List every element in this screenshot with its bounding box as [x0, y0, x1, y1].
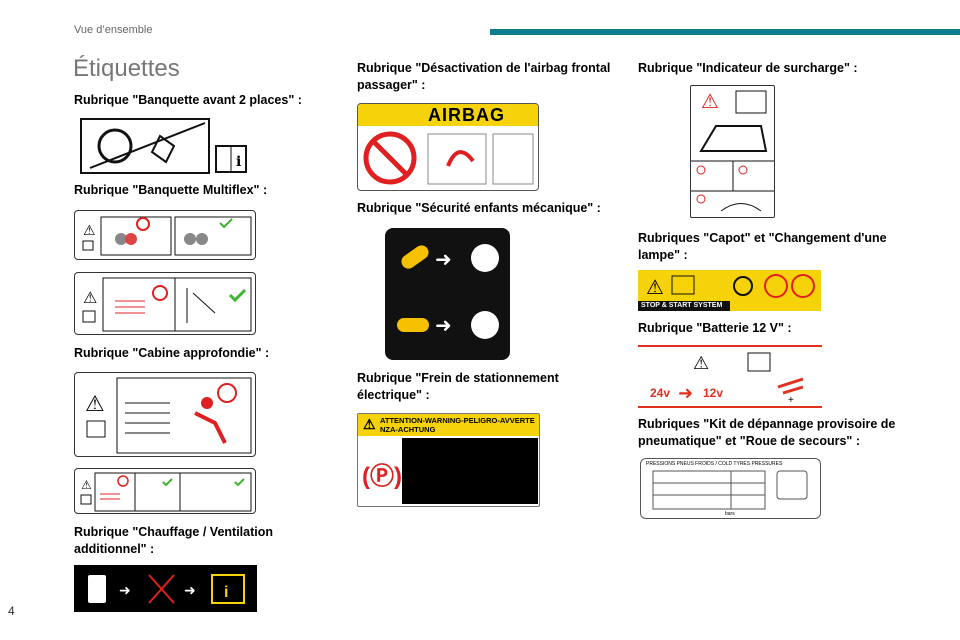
heading-capot: Rubriques "Capot" et "Changement d'une l…: [638, 231, 887, 262]
label-securite-enfants: ➜➜: [385, 228, 510, 360]
heading-cabine-approfondie: Rubrique "Cabine approfondie" :: [74, 346, 270, 360]
label-batterie: ⚠ 24v ➜ 12v +: [638, 345, 822, 408]
svg-text:⚠: ⚠: [81, 478, 92, 492]
svg-text:⚠: ⚠: [83, 222, 96, 238]
book-info-icon: i: [215, 145, 247, 173]
heading-banquette-multiflex: Rubrique "Banquette Multiflex" :: [74, 183, 268, 197]
batt-24v: 24v: [650, 386, 670, 400]
label-frein: ⚠ ATTENTION-WARNING-PELIGRO-AVVERTENZA-A…: [357, 413, 540, 507]
stop-start-text: STOP & START SYSTEM: [638, 301, 730, 311]
svg-text:➜: ➜: [184, 582, 196, 598]
page-title: Étiquettes: [73, 55, 180, 82]
svg-text:i: i: [224, 584, 228, 601]
label-airbag: AIRBAG: [357, 103, 539, 191]
svg-text:⚠: ⚠: [83, 290, 97, 307]
svg-text:i: i: [236, 154, 241, 170]
page-number: 4: [8, 604, 15, 618]
batt-12v: 12v: [703, 386, 723, 400]
svg-text:➜: ➜: [435, 249, 452, 271]
svg-text:⚠: ⚠: [701, 91, 719, 113]
svg-text:➜: ➜: [119, 582, 131, 598]
label-cabine: ⚠: [74, 372, 256, 457]
heading-banquette-2-places: Rubrique "Banquette avant 2 places" :: [74, 93, 302, 107]
heading-kit: Rubriques "Kit de dépannage provisoire d…: [638, 417, 896, 448]
svg-text:⚠: ⚠: [693, 353, 709, 373]
label-banquette-2-places: i: [80, 118, 250, 174]
svg-text:+: +: [788, 395, 794, 406]
label-multiflex-1: ⚠: [74, 210, 256, 260]
parking-brake-icon: (Ⓟ): [362, 463, 402, 490]
svg-text:⚠: ⚠: [646, 277, 664, 299]
kit-label-text: PRESSIONS PNEUS FROIDS / COLD TYRES PRES…: [646, 461, 783, 467]
label-surcharge: ⚠: [690, 85, 775, 218]
svg-text:➜: ➜: [435, 315, 452, 337]
heading-airbag: Rubrique "Désactivation de l'airbag fron…: [357, 61, 611, 92]
section-header: Vue d’ensemble: [74, 24, 153, 36]
warning-triangle-icon: ⚠: [363, 416, 376, 432]
frein-multilingual-text-block: [402, 438, 538, 504]
label-capot: ⚠ STOP & START SYSTEM: [638, 270, 821, 311]
kit-unit: bars: [725, 511, 735, 517]
label-cabine-2: ⚠: [74, 468, 256, 514]
heading-chauffage: Rubrique "Chauffage / Ventilation additi…: [74, 525, 273, 556]
heading-surcharge: Rubrique "Indicateur de surcharge" :: [638, 61, 858, 75]
header-accent-bar: [490, 29, 960, 35]
heading-batterie: Rubrique "Batterie 12 V" :: [638, 321, 792, 335]
label-multiflex-2: ⚠: [74, 272, 256, 335]
label-kit: PRESSIONS PNEUS FROIDS / COLD TYRES PRES…: [640, 458, 821, 519]
frein-label-text: ATTENTION-WARNING-PELIGRO-AVVERTENZA-ACH…: [380, 416, 535, 434]
heading-securite-enfants: Rubrique "Sécurité enfants mécanique" :: [357, 201, 601, 215]
svg-text:⚠: ⚠: [85, 391, 105, 416]
svg-text:➜: ➜: [678, 383, 693, 403]
label-chauffage: ➜ ➜ i: [74, 565, 257, 612]
airbag-label-text: AIRBAG: [428, 105, 505, 125]
heading-frein-stationnement: Rubrique "Frein de stationnement électri…: [357, 371, 559, 402]
